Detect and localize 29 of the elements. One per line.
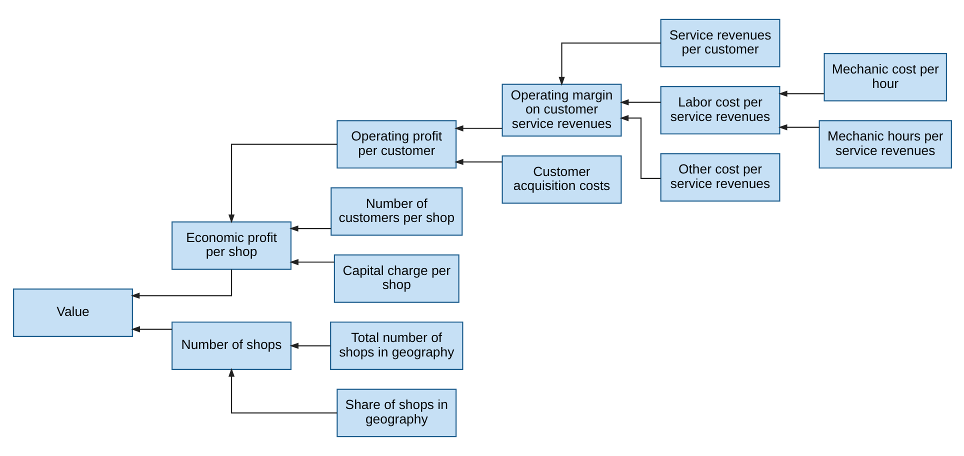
arrow [130,269,232,299]
arrow [130,326,172,332]
node-box: Operating profit per customer [336,120,456,169]
node-box: Operating margin on customer service revenues [501,84,622,137]
arrow [454,125,502,132]
arrow [289,342,330,349]
node-box: Mechanic cost per hour [823,52,947,102]
arrow [288,225,330,232]
node-box: Other cost per service revenues [660,153,780,202]
node-box: Customer acquisition costs [501,155,622,204]
node-box: Mechanic hours per service revenues [818,120,952,169]
node-box: Share of shops in geography [336,388,456,438]
arrow [558,42,660,86]
arrow [454,158,502,166]
node-box: Number of customers per shop [330,187,462,236]
arrow [289,259,334,266]
node-box: Total number of shops in geography [330,322,463,370]
node-box: Number of shops [171,322,292,370]
arrow [228,368,337,414]
node-box: Labor cost per service revenues [660,86,780,134]
node-box: Service revenues per customer [660,18,780,68]
arrow [619,115,660,180]
node-box: Economic profit per shop [171,221,292,270]
arrow [619,99,660,106]
arrow [228,144,337,224]
arrow [778,90,824,97]
node-box: Capital charge per shop [333,254,459,303]
node-box: Value [12,288,132,337]
arrow [778,124,819,130]
